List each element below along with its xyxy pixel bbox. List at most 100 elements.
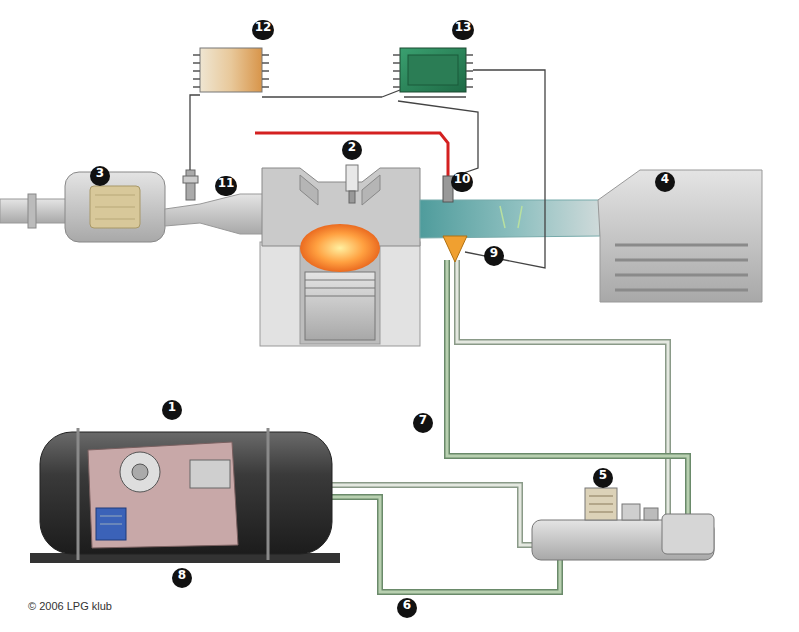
engine bbox=[260, 168, 420, 346]
wiring-part bbox=[404, 96, 466, 97]
spark-plug bbox=[346, 165, 358, 203]
copyright-note: © 2006 LPG klub bbox=[26, 600, 114, 612]
gas-lines-part bbox=[330, 497, 560, 592]
controller-units-part bbox=[408, 55, 458, 85]
spark-plug-part bbox=[346, 165, 358, 191]
controller-units-part-part bbox=[466, 86, 473, 88]
exhaust-system-part bbox=[186, 170, 195, 200]
callout-number: 7 bbox=[413, 413, 433, 433]
engine-part bbox=[305, 280, 375, 281]
controller-units-part bbox=[200, 48, 262, 92]
controller-units-part-part bbox=[193, 70, 200, 72]
callout-number: 6 bbox=[397, 598, 417, 618]
controller-units-part-part bbox=[262, 62, 269, 64]
controller-units-part-part bbox=[466, 70, 473, 72]
engine-part bbox=[300, 224, 380, 272]
spark-plug-part bbox=[349, 191, 355, 203]
controller-units-part-part bbox=[393, 78, 400, 80]
intake-manifold bbox=[420, 176, 600, 238]
lpg-tank-part bbox=[120, 452, 160, 492]
controller-units-part bbox=[193, 55, 473, 87]
callout-number: 5 bbox=[593, 468, 613, 488]
reducer-vaporizer-part bbox=[644, 508, 658, 520]
wiring-part bbox=[262, 96, 382, 97]
air-filter-part bbox=[615, 274, 748, 277]
controller-units-part-part bbox=[393, 70, 400, 72]
controller-units bbox=[193, 48, 473, 92]
reducer-vaporizer-part bbox=[622, 504, 640, 520]
reducer-vaporizer-part bbox=[662, 514, 714, 554]
intake-manifold-part bbox=[500, 206, 505, 228]
exhaust-system-part bbox=[95, 195, 135, 196]
lpg-tank-part bbox=[77, 428, 80, 560]
engine-part bbox=[305, 288, 375, 289]
controller-units-part-part bbox=[262, 86, 269, 88]
callout-number: 2 bbox=[342, 140, 362, 160]
intake-manifold-part bbox=[420, 200, 600, 238]
exhaust-system-part bbox=[28, 194, 36, 228]
controller-units-part-part bbox=[466, 54, 473, 56]
air-filter bbox=[598, 170, 762, 302]
controller-units-part-part bbox=[466, 78, 473, 80]
lpg-tank-part bbox=[100, 516, 122, 517]
engine-part bbox=[305, 272, 375, 340]
callout-number: 12 bbox=[252, 20, 275, 40]
callout-number: 8 bbox=[172, 568, 192, 588]
callout-number: 4 bbox=[655, 172, 675, 192]
engine-part bbox=[300, 175, 318, 205]
controller-units-part-part bbox=[393, 86, 400, 88]
wiring-part bbox=[382, 90, 400, 97]
air-filter-part bbox=[598, 170, 762, 302]
reducer-vaporizer-part bbox=[589, 496, 613, 497]
callout-number: 3 bbox=[90, 166, 110, 186]
callout-number: 11 bbox=[215, 176, 238, 196]
lpg-tank-part bbox=[132, 464, 148, 480]
intake-manifold-part bbox=[518, 206, 522, 228]
exhaust-system-part bbox=[95, 207, 135, 208]
lpg-tank bbox=[30, 428, 340, 563]
fuel-line bbox=[255, 133, 448, 176]
wiring-part bbox=[190, 95, 200, 170]
reducer-vaporizer bbox=[532, 488, 714, 560]
air-filter-part bbox=[615, 244, 748, 247]
controller-units-part-part bbox=[193, 54, 200, 56]
gas-injector bbox=[443, 236, 467, 262]
air-filter-part bbox=[615, 289, 748, 292]
exhaust-system-part bbox=[183, 176, 198, 183]
reducer-vaporizer-part bbox=[585, 488, 617, 520]
controller-units-part-part bbox=[193, 62, 200, 64]
reducer-vaporizer-part bbox=[589, 504, 613, 505]
callout-number: 1 bbox=[162, 400, 182, 420]
callout-number: 10 bbox=[451, 172, 474, 192]
air-filter-part bbox=[615, 259, 748, 262]
controller-units-part-part bbox=[262, 54, 269, 56]
engine-part bbox=[305, 296, 375, 297]
wiring-part bbox=[465, 70, 545, 268]
gas-lines-part bbox=[330, 497, 560, 592]
wiring-part bbox=[398, 101, 478, 176]
controller-units-part-part bbox=[193, 86, 200, 88]
controller-units-part-part bbox=[393, 54, 400, 56]
lpg-tank-part bbox=[96, 508, 126, 540]
exhaust-system-part bbox=[65, 172, 165, 242]
lpg-tank-part bbox=[267, 428, 270, 560]
controller-units-part bbox=[400, 48, 466, 92]
exhaust-system-part bbox=[95, 219, 135, 220]
exhaust-system-part bbox=[90, 186, 140, 228]
controller-units-part-part bbox=[193, 78, 200, 80]
controller-units-part-part bbox=[262, 78, 269, 80]
callout-number: 13 bbox=[452, 20, 475, 40]
lpg-tank-part bbox=[40, 432, 332, 554]
callout-number: 9 bbox=[484, 246, 504, 266]
wiring bbox=[190, 70, 545, 268]
controller-units-part-part bbox=[393, 62, 400, 64]
lpg-tank-part bbox=[100, 524, 122, 525]
controller-units-part-part bbox=[262, 70, 269, 72]
reducer-vaporizer-part bbox=[589, 512, 613, 513]
engine-part bbox=[362, 175, 380, 205]
controller-units-part-part bbox=[466, 62, 473, 64]
exhaust-system bbox=[0, 170, 300, 242]
lpg-tank-part bbox=[88, 442, 238, 548]
